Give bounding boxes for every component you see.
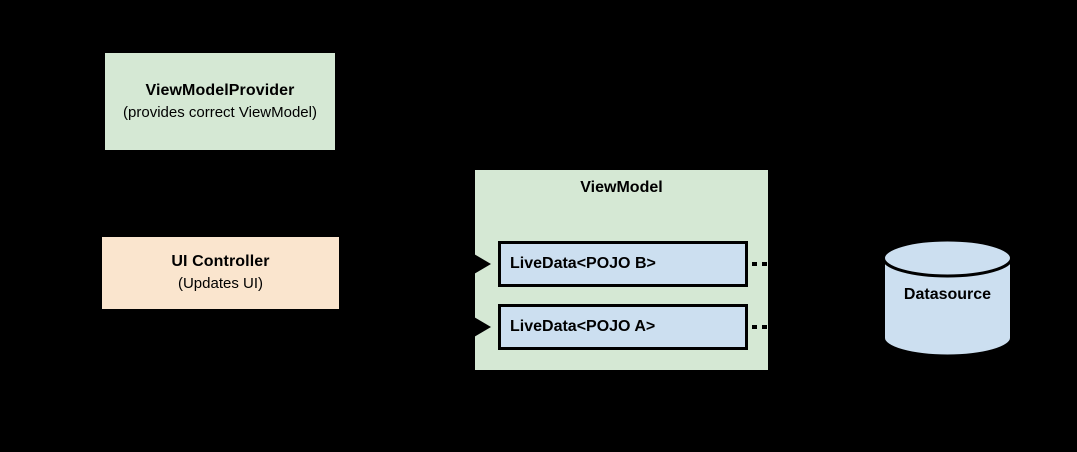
node-livedata-pojo-a-label: LiveData<POJO A> [510,318,656,335]
dashed-connector-livedata-b-segment [752,262,757,266]
arrow-to-livedata-a-icon [474,317,491,337]
database-cylinder-icon [882,238,1013,358]
dashed-connector-livedata-b-segment [762,262,767,266]
node-livedata-pojo-b-label: LiveData<POJO B> [510,255,656,272]
node-datasource[interactable]: Datasource [881,238,1014,358]
node-livedata-pojo-b[interactable]: LiveData<POJO B> [498,241,748,287]
node-livedata-pojo-a[interactable]: LiveData<POJO A> [498,304,748,350]
node-viewmodel-provider[interactable]: ViewModelProvider (provides correct View… [105,53,335,150]
dashed-connector-livedata-a-segment [752,325,757,329]
node-ui-controller-subtitle: (Updates UI) [177,275,264,293]
node-viewmodel-title: ViewModel [580,179,663,196]
arrow-to-livedata-b-icon [474,254,491,274]
node-viewmodel-provider-subtitle: (provides correct ViewModel) [123,103,317,121]
node-viewmodel-provider-title: ViewModelProvider [145,81,295,99]
node-ui-controller[interactable]: UI Controller (Updates UI) [102,237,339,309]
dashed-connector-livedata-a-segment [762,325,767,329]
node-ui-controller-title: UI Controller [171,253,270,271]
